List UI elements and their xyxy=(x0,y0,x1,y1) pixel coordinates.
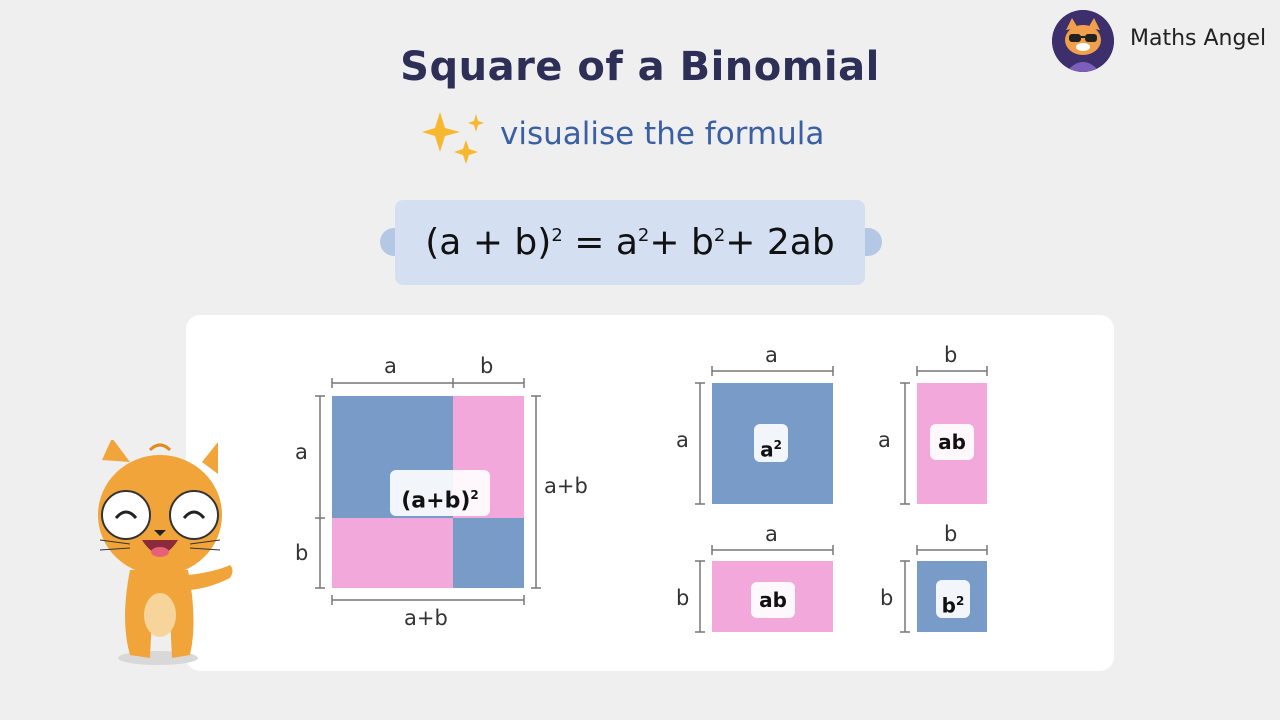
a2-exponent: 2 xyxy=(773,438,782,452)
cat-mascot-icon xyxy=(98,440,233,665)
label-exponent: 2 xyxy=(470,488,479,502)
formula-lhs: (a + b) xyxy=(425,222,552,263)
a2-side-label: a xyxy=(676,428,689,452)
label-base: (a+b) xyxy=(401,488,471,514)
page-title: Square of a Binomial xyxy=(400,44,880,90)
b2-top-label: b xyxy=(944,522,958,546)
formula-term-b-exponent: 2 xyxy=(713,225,726,246)
dim-left-a: a xyxy=(295,440,308,464)
formula-term-a-exponent: 2 xyxy=(637,225,650,246)
a2-tag: a2 xyxy=(754,424,788,462)
dim-top-a: a xyxy=(384,354,397,378)
ab-wide-top-label: a xyxy=(765,522,778,546)
region-b-squared xyxy=(453,518,524,588)
brand-name: Maths Angel xyxy=(1130,26,1267,51)
subtitle: visualise the formula xyxy=(500,116,825,152)
formula-plus: + xyxy=(649,222,691,263)
ab-wide-tag: ab xyxy=(751,582,795,618)
b2-exponent: 2 xyxy=(955,594,965,608)
formula-box-right-tab xyxy=(860,228,882,256)
dim-top-b: b xyxy=(480,354,494,378)
a2-base: a xyxy=(760,437,774,462)
sparkle-icon xyxy=(422,112,484,164)
formula-equals: = xyxy=(562,222,616,263)
ab-tall-tag: ab xyxy=(930,424,974,460)
ab-tall-side-label: a xyxy=(878,428,891,452)
formula-lhs-exponent: 2 xyxy=(551,225,563,246)
logo-cat-icon xyxy=(1052,10,1114,72)
ab-tall-top-label: b xyxy=(944,343,958,367)
b2-side-label: b xyxy=(880,586,894,610)
dim-right-a-plus-b: a+b xyxy=(544,474,588,498)
formula-term-b: b xyxy=(690,222,714,263)
formula-term-a: a xyxy=(615,222,638,263)
formula-rest: + 2ab xyxy=(725,222,835,263)
dim-bottom-a-plus-b: a+b xyxy=(404,606,448,630)
ab-wide-side-label: b xyxy=(676,586,690,610)
b2-base: b xyxy=(941,593,956,618)
region-ab-bottom xyxy=(332,518,453,588)
b2-tag: b2 xyxy=(936,580,970,618)
formula: (a + b)2 = a2+ b2+ 2ab xyxy=(395,222,865,263)
a2-top-label: a xyxy=(765,343,778,367)
label-a-plus-b-squared: (a+b)2 xyxy=(390,470,490,516)
dim-left-b: b xyxy=(295,541,309,565)
formula-box xyxy=(395,200,865,285)
